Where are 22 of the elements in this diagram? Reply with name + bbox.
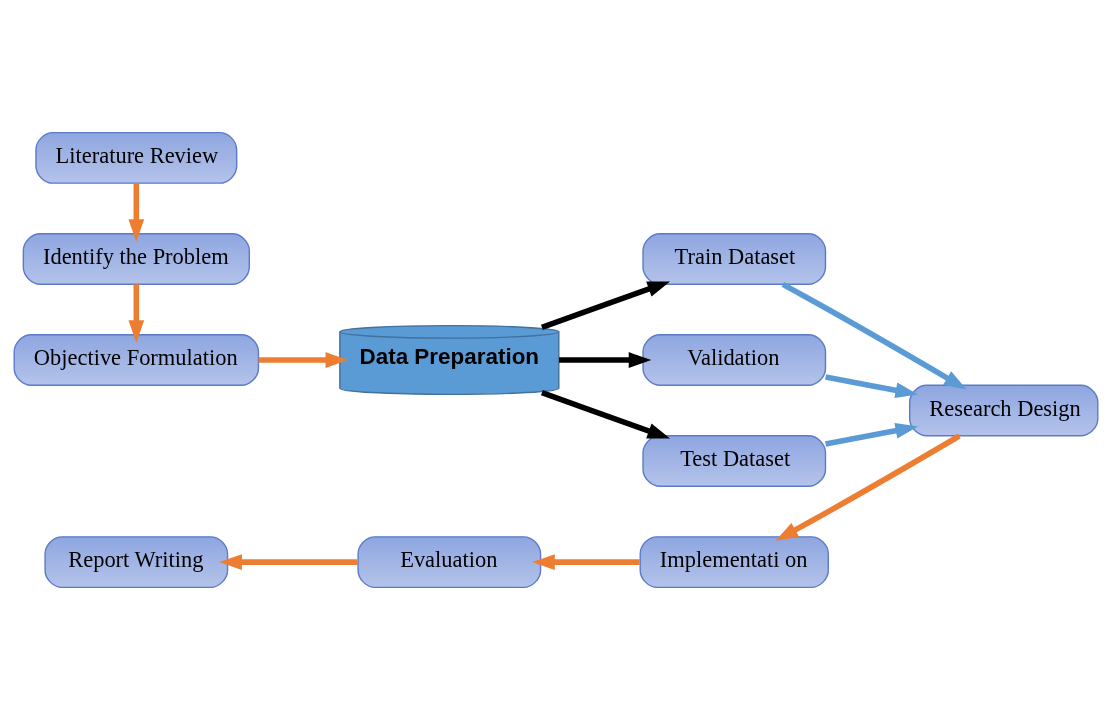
arrow <box>128 283 145 343</box>
node-box: Test Dataset <box>642 434 827 487</box>
arrow <box>825 422 918 447</box>
arrow <box>541 280 671 330</box>
node-box: Train Dataset <box>642 232 827 285</box>
node-box: Research Design <box>909 384 1099 436</box>
arrow <box>258 351 349 368</box>
arrow <box>825 373 918 398</box>
node-box: Objective Formulation <box>13 333 260 386</box>
arrow <box>219 553 358 570</box>
arrow <box>559 351 652 368</box>
arrow <box>541 389 671 439</box>
arrow <box>532 553 640 570</box>
node-box: Literature Review <box>35 131 238 184</box>
node-box: Evaluation <box>357 535 542 588</box>
node-box: Report Writing <box>44 535 229 588</box>
arrow <box>128 182 145 242</box>
arrow <box>781 281 967 389</box>
node-box: Implementati on <box>639 535 829 588</box>
node-box: Validation <box>642 333 827 386</box>
node-box: Identify the Problem <box>22 232 250 285</box>
arrow <box>775 433 961 541</box>
